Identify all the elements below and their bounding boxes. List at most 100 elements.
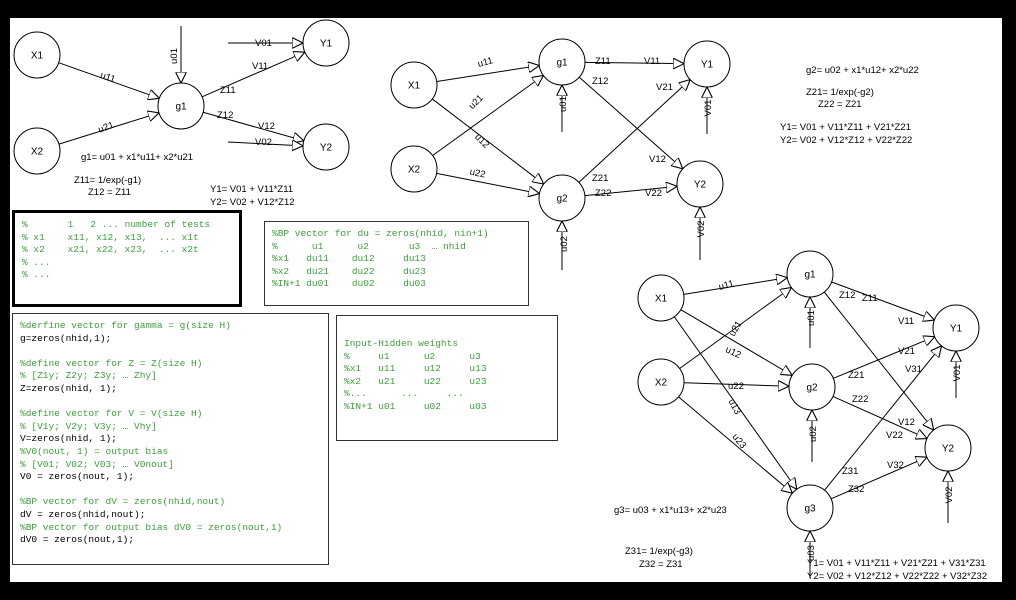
node-d3-x2 bbox=[637, 358, 685, 406]
code-vectors-line bbox=[20, 484, 321, 497]
edge-label-d1-z11: Z11 bbox=[220, 85, 236, 96]
edge-label-d1-u01: u01 bbox=[169, 48, 180, 64]
node-label-d2-y2: Y2 bbox=[694, 180, 707, 191]
edge-d3-z22 bbox=[832, 395, 927, 438]
edge-label-d3-u21: u21 bbox=[727, 319, 744, 338]
node-d3-y2 bbox=[924, 424, 972, 472]
edge-d2-z21 bbox=[578, 80, 690, 183]
edge-d2-z11 bbox=[584, 62, 684, 63]
edge-d3-u13 bbox=[673, 316, 796, 489]
code-tests-line: % ... bbox=[22, 269, 51, 281]
code-du-line: %x2 du21 du22 du23 bbox=[272, 265, 426, 277]
edge-label-d3-u11: u11 bbox=[718, 278, 735, 293]
equation-d3-z32: Z32 = Z31 bbox=[639, 559, 683, 570]
equation-d2-z21: Z21= 1/exp(-g2) bbox=[806, 87, 874, 98]
edge-label-d2-v01: V01 bbox=[703, 100, 714, 117]
edge-label-d2-z11: Z11 bbox=[595, 56, 611, 67]
edge-label-d2-v22: V22 bbox=[645, 188, 662, 199]
edge-label-d3-v01: V01 bbox=[952, 365, 963, 382]
code-tests-line: % x2 x21, x22, x23, ... x2t bbox=[22, 244, 199, 256]
edge-d3-z11 bbox=[831, 281, 935, 320]
equation-d3-y2: Y2= V02 + V12*Z12 + V22*Z22 + V32*Z32 bbox=[807, 571, 987, 582]
node-d1-g1 bbox=[157, 82, 205, 130]
node-d3-g1 bbox=[786, 250, 834, 298]
code-tests-line: % x1 x11, x12, x13, ... x1t bbox=[22, 231, 199, 243]
edge-label-d3-u12: u12 bbox=[724, 344, 743, 361]
node-label-d1-y2: Y2 bbox=[320, 143, 333, 154]
node-d2-g1 bbox=[538, 38, 586, 86]
edge-label-d2-u22: u22 bbox=[469, 167, 487, 181]
node-label-d1-y1: Y1 bbox=[320, 39, 333, 50]
node-d2-g2 bbox=[538, 174, 586, 222]
code-vectors-line: %derfine vector for gamma = g(size H) bbox=[20, 320, 231, 331]
equation-d1-y1: Y1= V01 + V11*Z11 bbox=[210, 184, 293, 195]
edge-label-d2-v21: V21 bbox=[656, 82, 673, 93]
node-d1-y1 bbox=[302, 19, 350, 67]
node-d2-y2 bbox=[676, 160, 724, 208]
code-vectors-line: %V0(nout, 1) = output bias bbox=[20, 445, 169, 457]
equation-d1-g1: g1= u01 + x1*u11+ x2*u21 bbox=[81, 152, 193, 163]
node-label-d1-x2: X2 bbox=[31, 147, 44, 158]
node-label-d3-g1: g1 bbox=[804, 270, 816, 281]
bias-d1-v02 bbox=[227, 142, 303, 146]
code-du-line: %BP vector for du = zeros(nhid, nin+1) bbox=[272, 228, 489, 239]
node-label-d3-x2: X2 bbox=[655, 378, 668, 389]
edge-label-d3-z22: Z22 bbox=[852, 394, 868, 405]
edge-d2-u22 bbox=[436, 172, 540, 193]
edge-d3-u12 bbox=[680, 309, 792, 376]
node-d2-x1 bbox=[390, 61, 438, 109]
edge-label-d3-v22: V22 bbox=[886, 430, 903, 441]
edge-d1-u21 bbox=[58, 113, 159, 145]
edge-d3-u21 bbox=[679, 287, 792, 369]
equation-d3-y1: Y1= V01 + V11*Z11 + V21*Z21 + V31*Z31 bbox=[807, 558, 986, 569]
edge-d3-z31 bbox=[824, 346, 941, 491]
equation-d1-z12: Z12 = Z11 bbox=[88, 187, 131, 198]
edge-label-d3-u01: u01 bbox=[806, 310, 817, 326]
tests-comment-box: % 1 2 ... number of tests% x1 x11, x12, … bbox=[12, 210, 242, 307]
code-vectors-line: %BP vector for output bias dV0 = zeros(n… bbox=[20, 521, 283, 533]
code-weights-line: %... ... ... bbox=[344, 388, 464, 400]
edge-label-d2-u01: u01 bbox=[558, 96, 569, 112]
node-label-d1-g1: g1 bbox=[175, 102, 187, 113]
edge-d3-z32 bbox=[830, 457, 927, 500]
equation-d1-y2: Y2= V02 + V12*Z12 bbox=[210, 197, 295, 208]
edge-d1-z11 bbox=[201, 52, 305, 98]
code-vectors-line: dV = zeros(nhid,nout); bbox=[20, 508, 146, 520]
equation-d2-z22: Z22 = Z21 bbox=[818, 99, 862, 110]
edge-d2-z12 bbox=[578, 76, 683, 169]
edge-d3-u23 bbox=[678, 396, 793, 493]
edge-label-d1-z12: Z12 bbox=[217, 110, 233, 121]
code-vectors-line: %define vector for V = V(size H) bbox=[20, 408, 203, 420]
code-weights-line: % u1 u2 u3 bbox=[344, 350, 481, 362]
equation-d3-g3: g3= u03 + x1*u13+ x2*u23 bbox=[614, 505, 727, 516]
node-d1-y2 bbox=[302, 123, 350, 171]
edge-d3-z12 bbox=[823, 291, 933, 430]
equation-d2-y1: Y1= V01 + V11*Z11 + V21*Z21 bbox=[780, 122, 911, 133]
node-d3-x1 bbox=[637, 274, 685, 322]
code-du-line: % u1 u2 u3 … nhid bbox=[272, 240, 466, 252]
code-vectors-line: %define vector for Z = Z(size H) bbox=[20, 357, 203, 369]
edge-label-d1-v12: V12 bbox=[258, 121, 275, 132]
node-label-d3-y2: Y2 bbox=[942, 444, 955, 455]
edge-label-d2-u11: u11 bbox=[477, 55, 494, 70]
node-d3-g2 bbox=[788, 363, 836, 411]
edge-label-d3-v32: V32 bbox=[887, 460, 904, 471]
edge-label-d3-u02: u02 bbox=[808, 426, 819, 442]
node-label-d2-x2: X2 bbox=[408, 165, 421, 176]
code-weights-line: %x1 u11 u12 u13 bbox=[344, 363, 487, 375]
node-d2-y1 bbox=[683, 40, 731, 88]
edge-d3-z21 bbox=[833, 337, 934, 379]
edge-label-d1-u21: u21 bbox=[97, 120, 116, 136]
node-label-d3-g3: g3 bbox=[804, 504, 816, 515]
node-d1-x1 bbox=[13, 31, 61, 79]
code-vectors-line: % [V1y; V2y; V3y; … Vhy] bbox=[20, 420, 157, 432]
edge-label-d3-v02: V02 bbox=[944, 487, 955, 504]
edge-label-d2-u02: u02 bbox=[559, 236, 570, 252]
node-d1-x2 bbox=[13, 127, 61, 175]
code-tests-line: % 1 2 ... number of tests bbox=[22, 219, 211, 230]
code-tests-line: % ... bbox=[22, 256, 51, 268]
equation-d1-z11: Z11= 1/exp(-g1) bbox=[74, 175, 141, 186]
